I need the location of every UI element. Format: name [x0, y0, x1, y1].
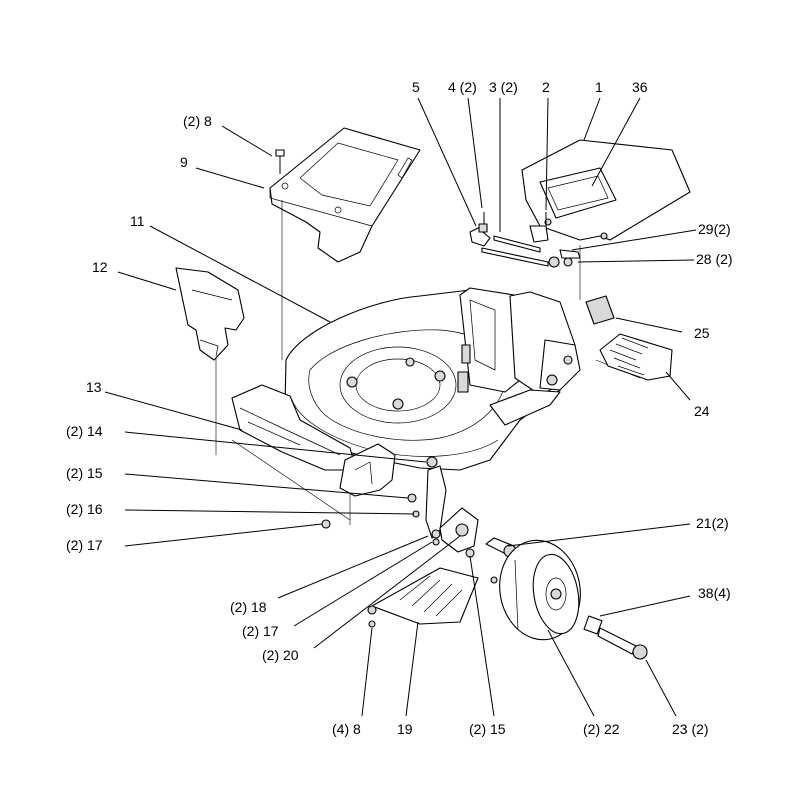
callout-4: 4 (2): [448, 79, 477, 95]
callout-3: 3 (2): [489, 79, 518, 95]
callout-11: 11: [130, 213, 145, 229]
callout-5: 5: [412, 79, 420, 95]
callout-1: 1: [595, 79, 603, 95]
wheel-bolt-part: [583, 615, 648, 660]
callout-22: (2) 22: [583, 721, 620, 737]
leader-lines: [104, 97, 697, 717]
mower-deck-part: [284, 287, 581, 471]
callout-25: 25: [694, 325, 710, 341]
callout-2: 2: [542, 79, 550, 95]
callout-17-left: (2) 17: [66, 537, 103, 553]
callout-labels: 5 4 (2) 3 (2) 2 1 36 (2) 8 9 11 12 29(2)…: [66, 79, 733, 737]
callout-9: 9: [180, 154, 188, 170]
callout-8-bottom: (4) 8: [332, 721, 361, 737]
callout-24: 24: [694, 403, 710, 419]
callout-19: 19: [397, 721, 413, 737]
rear-cover-part: [269, 127, 421, 263]
callout-36: 36: [632, 79, 648, 95]
callout-13: 13: [86, 379, 102, 395]
callout-18: (2) 18: [230, 599, 267, 615]
callout-23: 23 (2): [672, 721, 709, 737]
callout-29: 29(2): [698, 221, 731, 237]
height-adjuster-part: [321, 443, 479, 558]
callout-15-upper: (2) 15: [66, 465, 103, 481]
callout-20: (2) 20: [262, 647, 299, 663]
rear-flap-part: [599, 333, 673, 381]
wheel-shield-part: [367, 567, 498, 628]
callout-28: 28 (2): [696, 251, 733, 267]
shroud-part: [521, 139, 691, 241]
bolt-part: [275, 149, 285, 174]
lens-part: [585, 295, 615, 325]
callout-21: 21(2): [696, 515, 729, 531]
side-plate-part: [175, 267, 245, 361]
callout-16: (2) 16: [66, 501, 103, 517]
callout-12: 12: [92, 259, 108, 275]
callout-17-lower: (2) 17: [242, 623, 279, 639]
callout-38: 38(4): [698, 585, 731, 601]
callout-15-lower: (2) 15: [469, 721, 506, 737]
callout-14: (2) 14: [66, 423, 103, 439]
control-linkage-part: [469, 212, 581, 268]
wheel-part: [499, 539, 581, 641]
callout-8-top: (2) 8: [183, 113, 212, 129]
